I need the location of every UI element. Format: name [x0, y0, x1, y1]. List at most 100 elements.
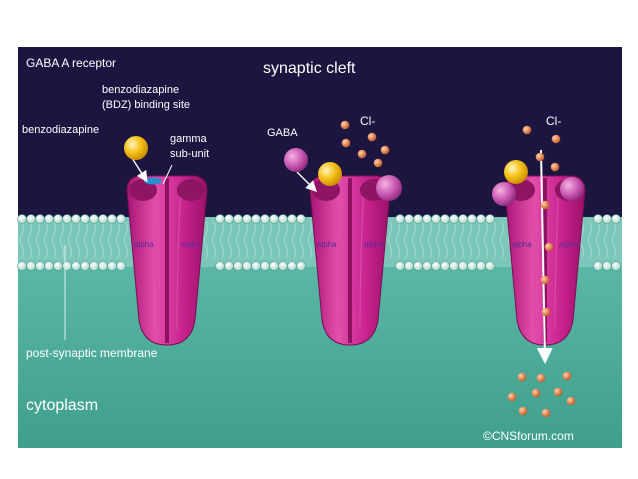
lipid-head-bottom	[17, 261, 27, 271]
chloride-ion	[340, 120, 350, 130]
bdz-site-label-line1: benzodiazapine	[102, 84, 179, 96]
lipid-head-bottom	[611, 261, 621, 271]
lipid-head-bottom	[44, 261, 54, 271]
lipid-head-top	[44, 214, 54, 224]
lipid-tail	[492, 221, 496, 259]
lipid-head-top	[485, 214, 495, 224]
lipid-tail	[108, 221, 112, 259]
benzodiazapine-molecule	[124, 136, 148, 160]
lipid-tail	[404, 221, 408, 259]
lipid-tail	[228, 221, 232, 259]
lipid-head-bottom	[395, 261, 405, 271]
lipid-tail	[412, 221, 416, 259]
chloride-ion	[380, 145, 390, 155]
lipid-head-top	[89, 214, 99, 224]
subunit-top	[129, 179, 157, 201]
lipid-head-top	[458, 214, 468, 224]
lipid-head-bottom	[53, 261, 63, 271]
lipid-head-bottom	[116, 261, 126, 271]
lipid-head-bottom	[467, 261, 477, 271]
lipid-head-top	[107, 214, 117, 224]
chloride-ion	[507, 392, 517, 402]
lipid-head-top	[80, 214, 90, 224]
chloride-label-right: Cl-	[546, 114, 561, 128]
lipid-head-top	[278, 214, 288, 224]
lipid-tail	[20, 221, 24, 259]
lipid-tail	[476, 221, 480, 259]
lipid-head-top	[449, 214, 459, 224]
lipid-head-top	[116, 214, 126, 224]
lipid-head-bottom	[476, 261, 486, 271]
chloride-ion	[541, 307, 551, 317]
chloride-ion	[540, 275, 550, 285]
bdz-binding-site	[144, 177, 162, 185]
lipid-tail	[460, 221, 464, 259]
chloride-flow-arrow	[536, 149, 553, 364]
lipid-tail	[60, 221, 64, 259]
subunit-edge	[152, 181, 158, 331]
gaba-a-receptor: alpha alpha	[309, 175, 391, 346]
lipid-head-bottom	[260, 261, 270, 271]
lipid-head-top	[242, 214, 252, 224]
lipid-head-top	[467, 214, 477, 224]
chloride-ion	[536, 373, 546, 383]
chloride-ion	[518, 406, 528, 416]
subunit-edge	[176, 181, 182, 331]
chloride-ion	[544, 242, 554, 252]
gaba-label: GABA	[267, 127, 298, 139]
gaba-molecule	[284, 148, 308, 172]
lipid-tail	[204, 221, 208, 259]
lipid-head-top	[440, 214, 450, 224]
lipid-head-top	[224, 214, 234, 224]
alpha-subunit-label: alpha	[317, 240, 337, 249]
chloride-ion	[373, 158, 383, 168]
lipid-tail	[436, 221, 440, 259]
lipid-head-bottom	[80, 261, 90, 271]
lipid-tail	[124, 221, 128, 259]
lipid-tail	[76, 221, 80, 259]
lipid-tail	[420, 221, 424, 259]
chloride-ion	[367, 132, 377, 142]
chloride-ion	[341, 138, 351, 148]
lipid-tail	[292, 221, 296, 259]
lipid-head-top	[395, 214, 405, 224]
cytoplasm-label: cytoplasm	[26, 397, 98, 414]
alpha-subunit-label: alpha	[364, 240, 384, 249]
lipid-head-bottom	[233, 261, 243, 271]
lipid-head-top	[233, 214, 243, 224]
lipid-head-bottom	[107, 261, 117, 271]
lipid-tail	[268, 221, 272, 259]
subunit-edge	[554, 181, 560, 331]
benzodiazapine-molecule	[504, 160, 528, 184]
lipid-tail	[388, 221, 392, 259]
bdz-site-label-line2: (BDZ) binding site	[102, 99, 190, 111]
lipid-tail	[596, 221, 600, 259]
lipid-head-bottom	[296, 261, 306, 271]
lipid-tail	[604, 221, 608, 259]
credit-label: ©CNSforum.com	[483, 429, 574, 443]
lipid-head-top	[287, 214, 297, 224]
lipid-tail	[36, 221, 40, 259]
lipid-tail	[276, 221, 280, 259]
lipid-head-top	[260, 214, 270, 224]
subunit-edge	[335, 181, 341, 331]
lipid-tail	[28, 221, 32, 259]
gaba-arrow	[296, 171, 317, 192]
lipid-tail	[428, 221, 432, 259]
lipid-head-bottom	[71, 261, 81, 271]
lipid-head-top	[98, 214, 108, 224]
lipid-tail	[252, 221, 256, 259]
gaba-molecule	[376, 175, 402, 201]
chloride-ion	[522, 125, 532, 135]
lipid-head-bottom	[485, 261, 495, 271]
lipid-head-bottom	[269, 261, 279, 271]
lipid-head-bottom	[242, 261, 252, 271]
chloride-ion	[551, 134, 561, 144]
lipid-tail	[452, 221, 456, 259]
lipid-head-bottom	[449, 261, 459, 271]
chloride-ion	[566, 396, 576, 406]
membrane-label: post-synaptic membrane	[26, 346, 158, 360]
chloride-ion	[550, 162, 560, 172]
chloride-ion	[535, 152, 545, 162]
